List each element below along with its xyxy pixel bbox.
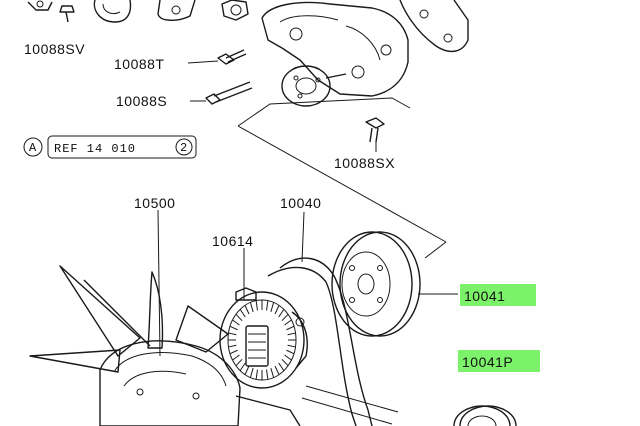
fan-clutch [219, 287, 308, 389]
ref-circle-letter: A [29, 141, 37, 155]
v-belt [267, 257, 399, 426]
water-pump [261, 1, 409, 107]
clutch-fin [286, 349, 295, 355]
label-10500: 10500 [134, 195, 175, 211]
clutch-fin [239, 362, 246, 371]
label-10088sx: 10088SX [334, 155, 395, 171]
clutch-fin [232, 354, 240, 361]
clutch-fin [278, 362, 285, 371]
clutch-fin [281, 358, 289, 367]
label-10088s: 10088S [116, 93, 167, 109]
clutch-fin [274, 365, 280, 375]
ref-text: REF 14 010 [54, 142, 136, 156]
clutch-fin [255, 369, 258, 380]
clutch-fin [255, 300, 258, 311]
clutch-fin [284, 319, 292, 326]
bolt-10088sv [59, 5, 75, 23]
clutch-fin [281, 313, 289, 322]
clutch-fin [266, 369, 269, 380]
label-10088sv: 10088SV [24, 41, 85, 57]
clutch-fin [244, 305, 250, 315]
clutch-fin [274, 305, 280, 315]
pump-gasket [399, 0, 469, 53]
highlight-10041p [458, 350, 540, 372]
clutch-fin [284, 354, 292, 361]
clutch-fin [270, 302, 275, 312]
leader-lines [157, 97, 458, 357]
label-10041: 10041 [464, 288, 505, 304]
pulley-10041 [331, 231, 421, 337]
ref-circle-number: 2 [180, 141, 188, 155]
clutch-fin [266, 300, 269, 311]
clutch-fin [228, 344, 237, 348]
clutch-fin [228, 332, 237, 336]
clutch-fin [232, 319, 240, 326]
clutch-fin [270, 368, 275, 378]
top-small-parts [27, 0, 249, 23]
highlight-10041 [460, 284, 536, 306]
bolt-10088sx [365, 117, 385, 152]
bolt-10088t [187, 49, 247, 65]
label-10041p: 10041P [462, 354, 513, 370]
label-10614: 10614 [212, 233, 253, 249]
clutch-fin [287, 332, 296, 336]
reference-note: A REF 14 010 2 [23, 135, 197, 159]
clutch-fin [286, 325, 295, 331]
bolt-10088s [190, 81, 253, 105]
pulley-10041p [453, 405, 517, 426]
clutch-fin [244, 365, 250, 375]
clutch-fin [249, 368, 254, 378]
label-10040: 10040 [280, 195, 321, 211]
clutch-fin [249, 302, 254, 312]
clutch-fin [229, 325, 238, 331]
small-fitting [221, 0, 249, 21]
clutch-fin [287, 344, 296, 348]
clutch-fin [278, 309, 285, 318]
label-10088t: 10088T [114, 56, 164, 72]
clutch-fin [229, 349, 238, 355]
clutch-fin [235, 313, 243, 322]
clutch-fin [235, 358, 243, 367]
cooling-fan [29, 265, 301, 426]
clutch-fins [228, 300, 296, 380]
clutch-fin [239, 309, 246, 318]
